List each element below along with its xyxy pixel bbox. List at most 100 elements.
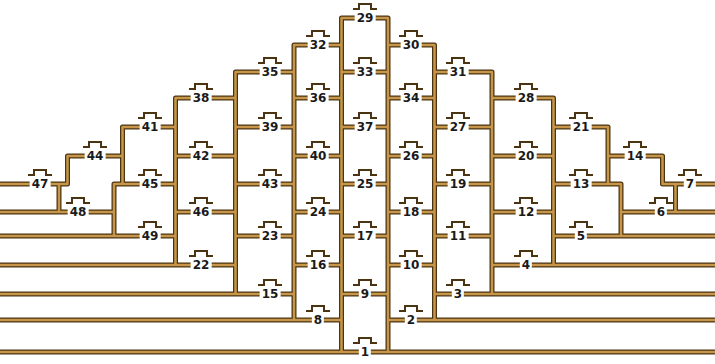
callout-number: 46 [191,204,212,220]
wire [0,18,715,352]
callout-number: 32 [308,37,329,53]
callout-number: 49 [140,228,161,244]
callout-number: 43 [260,176,281,192]
callout-number: 5 [575,228,587,244]
wire-bump [138,222,162,227]
callout-number: 29 [355,10,376,26]
callout-number: 11 [448,228,469,244]
callout-number: 30 [401,37,422,53]
callout-number: 12 [516,204,537,220]
callout-number: 24 [308,204,329,220]
wire-bump [66,198,90,203]
wire-bump [514,251,538,256]
wire-bump [446,113,470,118]
wire-bump [306,251,330,256]
callout-number: 6 [655,204,667,220]
callout-number: 34 [401,90,422,106]
wire-bump [258,280,282,285]
wire-bump [399,306,423,311]
wire-bump [28,170,52,175]
wire-bump [569,113,593,118]
wire-bump [399,198,423,203]
callout-number: 38 [191,90,212,106]
wire-bump [353,58,377,63]
wire-bump [446,280,470,285]
wire-bump [649,198,673,203]
wire-bump [623,142,647,147]
callout-number: 23 [260,228,281,244]
callout-number: 37 [355,119,376,135]
wire-bump [446,170,470,175]
callout-number: 35 [260,64,281,80]
wire-bump [514,84,538,89]
callout-number: 13 [571,176,592,192]
callout-number: 4 [520,257,532,273]
wire-bump [399,142,423,147]
wire-bump [353,280,377,285]
wire-bump [83,142,107,147]
wire-bump [353,170,377,175]
callout-number: 16 [308,257,329,273]
wire-bump [514,142,538,147]
wire-bump [399,84,423,89]
wire-bump [258,170,282,175]
callout-number: 20 [516,148,537,164]
callout-number: 45 [140,176,161,192]
wire-bump [353,113,377,118]
callout-number: 15 [260,286,281,302]
wire-bump [399,31,423,36]
wire [0,18,715,352]
wire-bump [306,198,330,203]
callout-number: 44 [85,148,106,164]
wire-bump [514,198,538,203]
wire-bump [189,198,213,203]
callout-number: 42 [191,148,212,164]
callout-number: 21 [571,119,592,135]
wire-bump [446,222,470,227]
callout-number: 27 [448,119,469,135]
wire-bump [353,4,377,9]
callout-number: 1 [359,344,371,360]
callout-number: 10 [401,257,422,273]
callout-number: 3 [452,286,464,302]
callout-number: 22 [191,257,212,273]
wire-bump [306,84,330,89]
wire-bump [446,58,470,63]
wire-bump [138,113,162,118]
callout-number: 7 [684,176,696,192]
wire-bump [569,222,593,227]
callout-number: 26 [401,148,422,164]
callout-number: 47 [30,176,51,192]
wire-bump [258,58,282,63]
callout-number: 14 [625,148,646,164]
callout-number: 40 [308,148,329,164]
callout-number: 18 [401,204,422,220]
wire-bump [306,306,330,311]
callout-number: 36 [308,90,329,106]
wire-bump [399,251,423,256]
callout-number: 39 [260,119,281,135]
callout-number: 2 [405,312,417,328]
wire-bump [258,113,282,118]
wire-bump [678,170,702,175]
callout-number: 9 [359,286,371,302]
wire-bump [138,170,162,175]
callout-number: 19 [448,176,469,192]
wire-bump [353,222,377,227]
callout-number: 31 [448,64,469,80]
callout-number: 33 [355,64,376,80]
callout-number: 8 [312,312,324,328]
wire-bump [189,251,213,256]
callout-number: 48 [68,204,89,220]
callout-number: 41 [140,119,161,135]
wire-bump [258,222,282,227]
wire-bump [569,170,593,175]
wire-bump [353,338,377,343]
wire-bump [189,84,213,89]
callout-number: 25 [355,176,376,192]
callout-number: 28 [516,90,537,106]
wire-bump [306,142,330,147]
callout-number: 17 [355,228,376,244]
wire-bump [189,142,213,147]
